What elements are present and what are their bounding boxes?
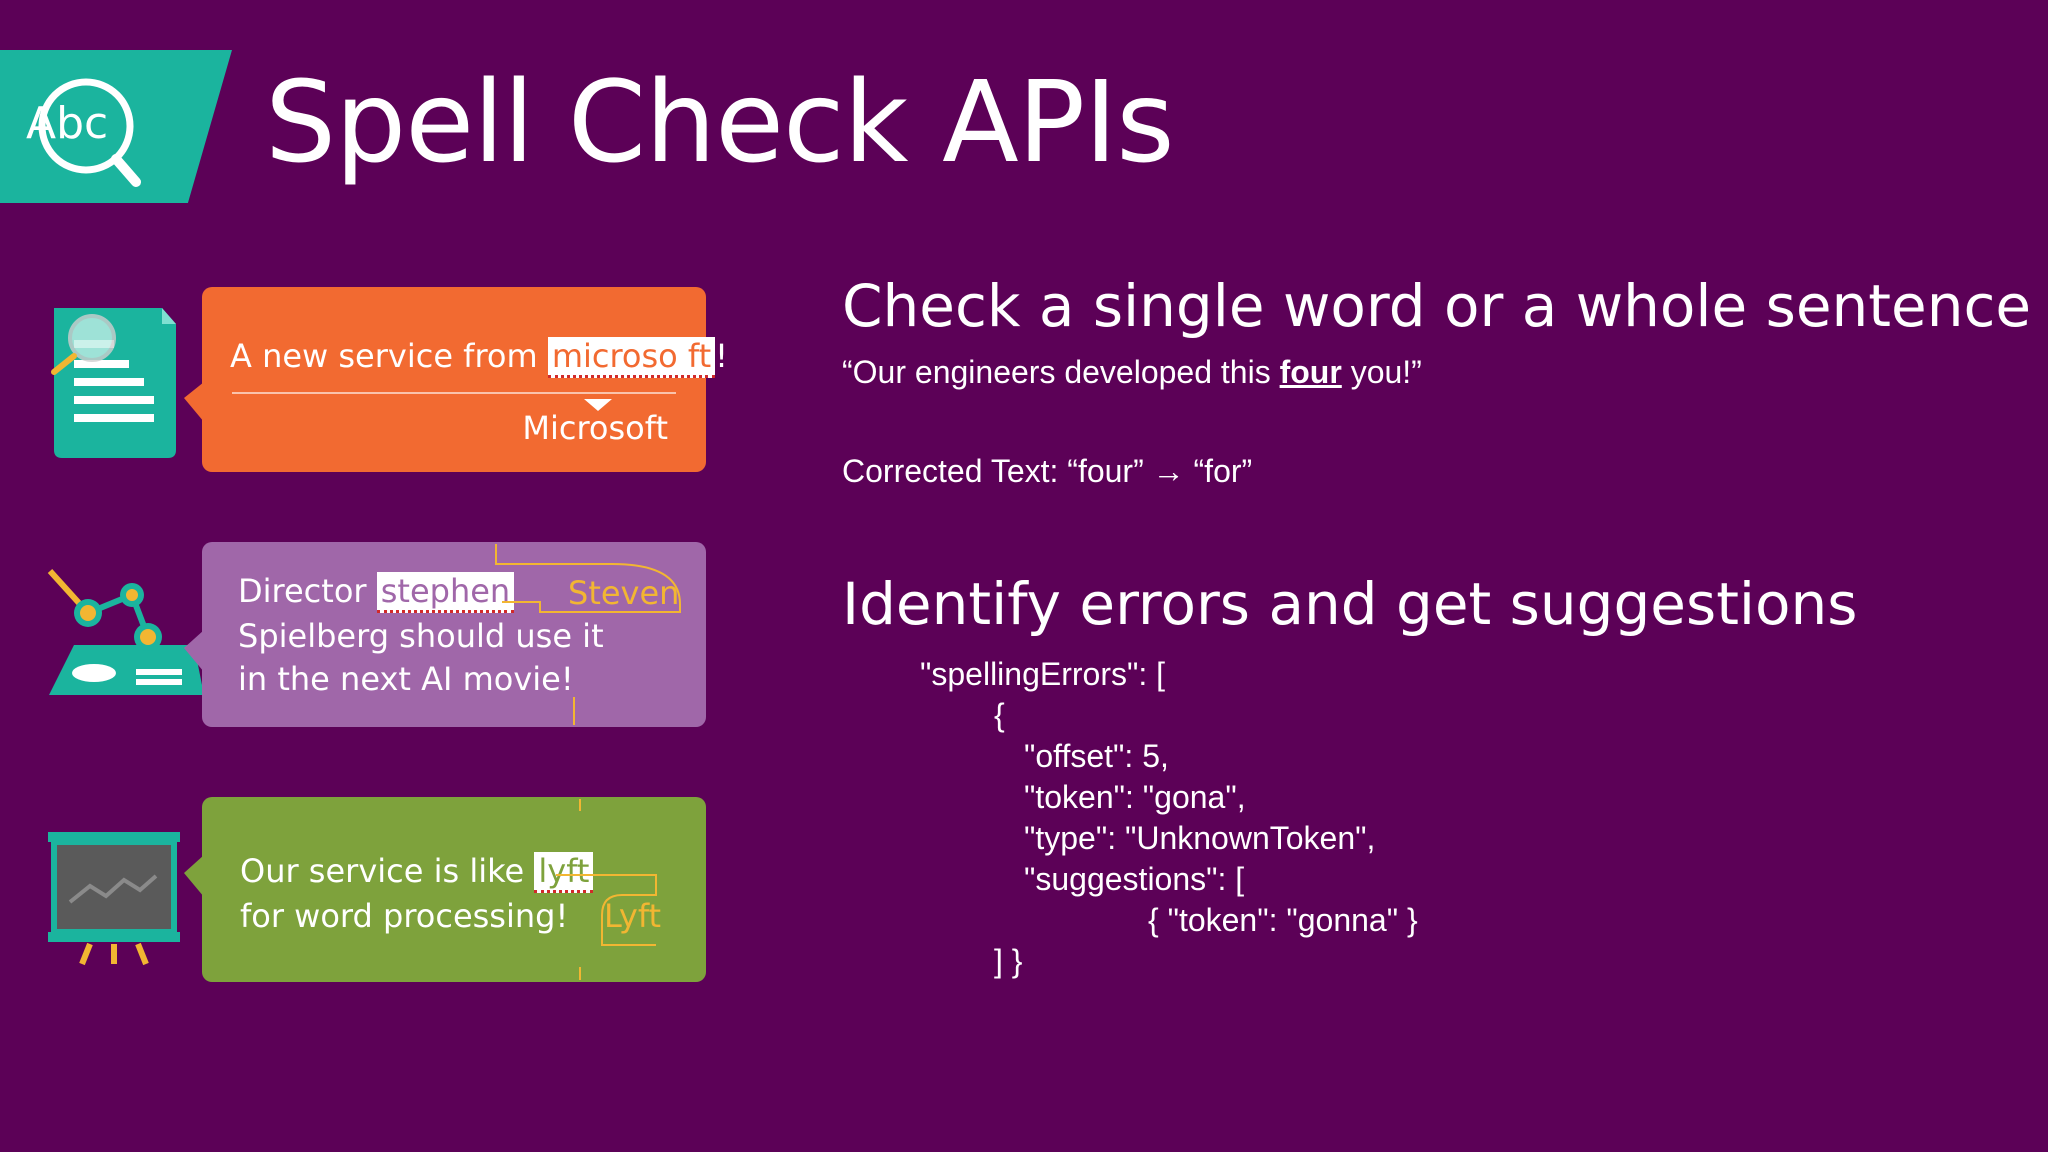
sentence-text: A new service from [230, 337, 548, 375]
misspelled-word: microso ft [547, 337, 716, 378]
presentation-board-icon [48, 832, 180, 966]
correction-suggestion: Steven [568, 574, 680, 612]
map-pin-network-icon [47, 568, 204, 695]
logo-band: Abc [0, 50, 232, 203]
section-heading-check: Check a single word or a whole sentence [842, 272, 2032, 340]
sentence-text: Director [238, 572, 377, 610]
example-text-end: you!” [1341, 354, 1422, 390]
corrected-label: Corrected Text: “four” [842, 453, 1153, 489]
misspelled-word: lyft [534, 852, 594, 893]
example-text: “Our engineers developed this [842, 354, 1280, 390]
code-line: "token": "gona", [1024, 779, 1246, 815]
spelling-example-card-purple: Director stephen Spielberg should use it… [184, 542, 706, 727]
card-sentence-line-1: Director stephen [238, 572, 515, 613]
card-tail [184, 855, 204, 897]
code-line: ] } [994, 943, 1023, 979]
card-sentence: A new service from microso ft! [230, 337, 728, 378]
spellcheck-magnifier-icon: Abc [26, 78, 141, 187]
corrected-text-line: Corrected Text: “four” → “for” [842, 453, 1252, 490]
code-line: "suggestions": [ [1024, 861, 1245, 897]
sentence-punctuation: ! [715, 337, 728, 375]
correction-suggestion: Microsoft [522, 409, 668, 447]
document-search-icon [51, 308, 176, 458]
code-line: "offset": 5, [1024, 738, 1169, 774]
divider [232, 392, 676, 394]
card-tail [184, 630, 204, 672]
card-sentence-line-2: for word processing! [240, 897, 569, 935]
spelling-example-card-orange: A new service from microso ft! Microsoft [184, 287, 728, 472]
spelling-example-card-green: Our service is like lyft for word proces… [184, 797, 706, 982]
card-sentence-line-1: Our service is like lyft [240, 852, 594, 893]
code-line: "type": "UnknownToken", [1024, 820, 1376, 856]
arrow-right-icon: → [1152, 453, 1185, 489]
card-sentence-line-3: in the next AI movie! [238, 660, 574, 698]
section-heading-identify: Identify errors and get suggestions [842, 570, 1858, 638]
example-sentence: “Our engineers developed this four you!” [842, 354, 1422, 391]
card-tail [184, 382, 204, 422]
card-sentence-line-2: Spielberg should use it [238, 617, 604, 655]
example-error-word: four [1279, 354, 1342, 390]
dropdown-arrow-icon [584, 399, 612, 411]
logo-text: Abc [26, 98, 108, 149]
code-line: { "token": "gonna" } [1148, 902, 1418, 938]
sentence-text: Our service is like [240, 852, 535, 890]
misspelled-word: stephen [376, 572, 515, 613]
slide-title: Spell Check APIs [265, 58, 1175, 188]
corrected-value: “for” [1184, 453, 1253, 489]
code-line: { [994, 697, 1005, 733]
connector-lines [495, 544, 681, 725]
connector-lines [556, 799, 657, 980]
correction-suggestion: Lyft [604, 897, 662, 935]
code-line: "spellingErrors": [ [920, 656, 1166, 692]
